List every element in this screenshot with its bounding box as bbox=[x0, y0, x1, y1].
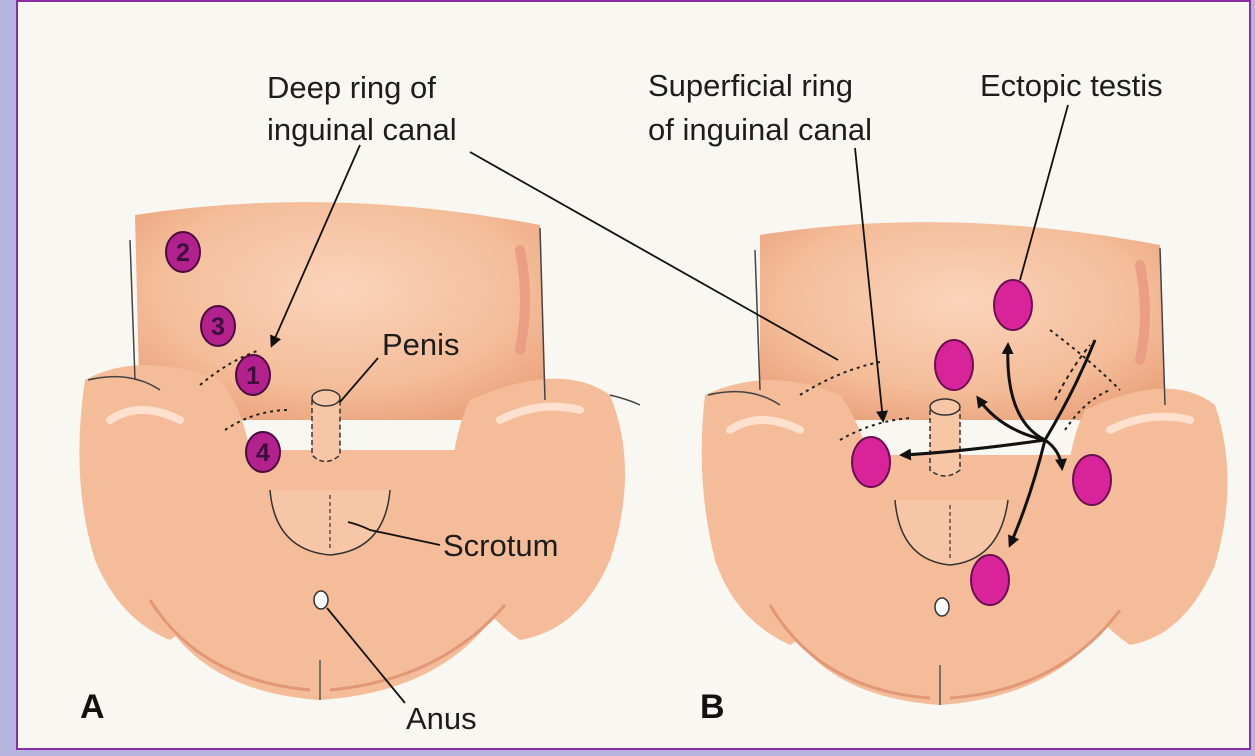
panel-a-anus bbox=[314, 591, 328, 609]
label-penis: Penis bbox=[382, 327, 460, 362]
ectopic-testis-thigh bbox=[1073, 455, 1111, 505]
panel-b-body bbox=[702, 222, 1228, 705]
panel-b-anus bbox=[935, 598, 949, 616]
marker-4: 4 bbox=[246, 432, 280, 472]
ectopic-testis-upper bbox=[994, 280, 1032, 330]
marker-2: 2 bbox=[166, 232, 200, 272]
panel-a-penis bbox=[312, 400, 340, 462]
ectopic-testis-inguinal bbox=[935, 340, 973, 390]
label-deep-ring-line2: inguinal canal bbox=[267, 112, 457, 147]
marker-1: 1 bbox=[236, 355, 270, 395]
panel-b-penis bbox=[930, 410, 960, 476]
label-panel-a: A bbox=[80, 688, 105, 726]
ectopic-testis-perineal bbox=[971, 555, 1009, 605]
panel-a-body bbox=[79, 202, 640, 700]
label-anus: Anus bbox=[406, 701, 477, 736]
svg-text:2: 2 bbox=[176, 239, 190, 267]
marker-3: 3 bbox=[201, 306, 235, 346]
panel-a-perineum bbox=[140, 450, 520, 700]
svg-text:4: 4 bbox=[256, 439, 270, 467]
label-scrotum: Scrotum bbox=[443, 528, 558, 563]
label-superficial-ring-line2: of inguinal canal bbox=[648, 112, 872, 147]
svg-text:3: 3 bbox=[211, 313, 225, 341]
ectopic-testis-femoral bbox=[852, 437, 890, 487]
label-ectopic-testis: Ectopic testis bbox=[980, 68, 1163, 103]
label-deep-ring-line1: Deep ring of bbox=[267, 70, 436, 105]
label-panel-b: B bbox=[700, 688, 725, 726]
label-superficial-ring-line1: Superficial ring bbox=[648, 68, 853, 103]
svg-text:1: 1 bbox=[246, 362, 260, 390]
